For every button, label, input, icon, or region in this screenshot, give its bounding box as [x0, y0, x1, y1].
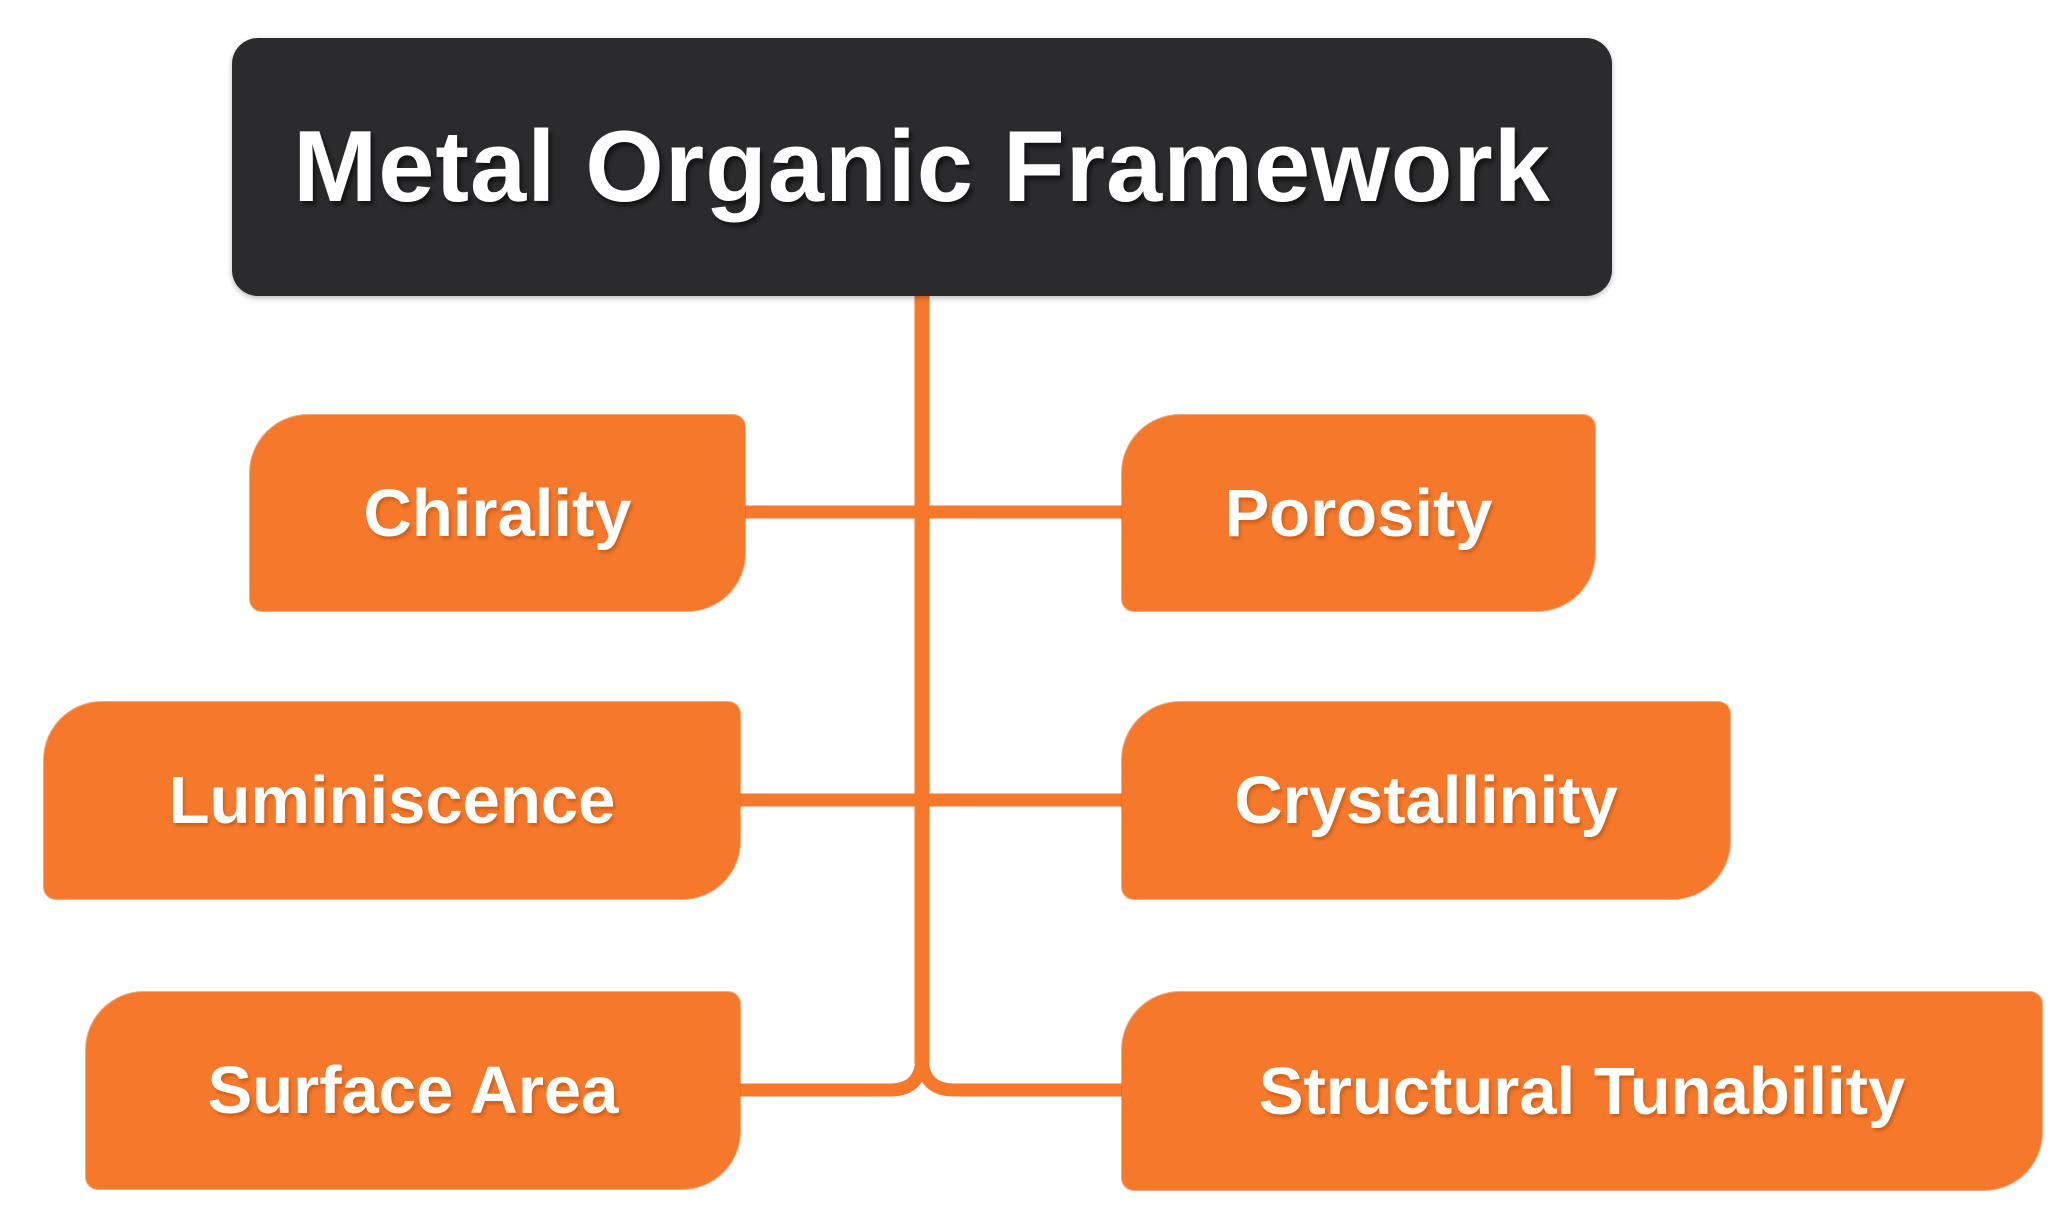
node-porosity: Porosity — [1122, 415, 1595, 611]
root-node-label: Metal Organic Framework — [293, 110, 1551, 223]
node-label: Surface Area — [207, 1053, 619, 1128]
node-label: Crystallinity — [1234, 763, 1618, 838]
node-luminiscence: Luminiscence — [44, 702, 740, 899]
node-structural-tunability: Structural Tunability — [1122, 992, 2042, 1190]
node-surface-area: Surface Area — [86, 992, 740, 1189]
branch-row3-left — [740, 1055, 929, 1097]
node-label: Chirality — [363, 475, 632, 551]
node-crystallinity: Crystallinity — [1122, 702, 1730, 899]
node-label: Porosity — [1224, 475, 1493, 551]
branch-row3-right — [915, 1055, 1128, 1097]
node-label: Luminiscence — [168, 763, 616, 838]
node-label: Structural Tunability — [1258, 1053, 1906, 1129]
root-node-metal-organic-framework: Metal Organic Framework — [232, 38, 1612, 296]
node-chirality: Chirality — [250, 415, 745, 611]
